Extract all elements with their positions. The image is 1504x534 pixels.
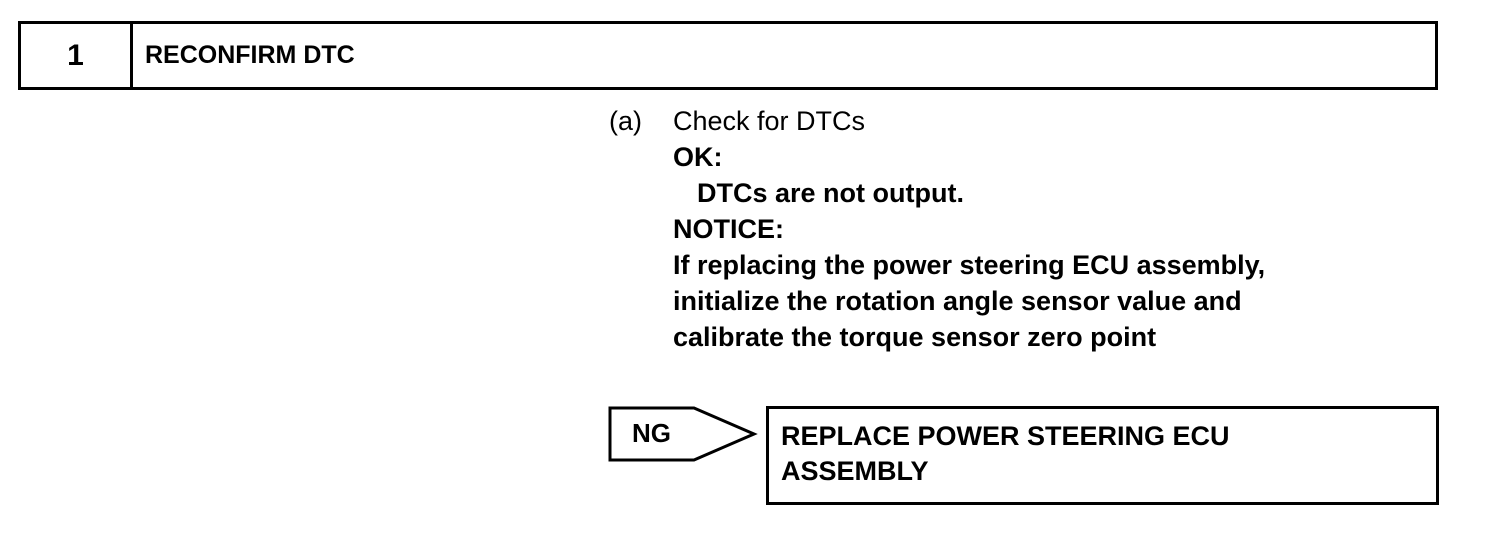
step-number: 1 (21, 24, 133, 87)
notice-line: If replacing the power steering ECU asse… (673, 250, 1266, 280)
result-action-line: REPLACE POWER STEERING ECU (781, 421, 1230, 451)
instruction-marker: (a) (609, 106, 642, 136)
ng-arrow-icon (608, 406, 758, 462)
notice-line: calibrate the torque sensor zero point (673, 322, 1157, 352)
step-header: 1 RECONFIRM DTC (18, 21, 1438, 90)
notice-line: initialize the rotation angle sensor val… (673, 286, 1242, 316)
instruction-text: Check for DTCs (673, 106, 866, 136)
ng-label: NG (632, 418, 671, 448)
result-action-line: ASSEMBLY (781, 456, 929, 486)
result-action-box: REPLACE POWER STEERING ECU ASSEMBLY (766, 406, 1439, 505)
instruction-block: (a) Check for DTCs OK: DTCs are not outp… (609, 103, 1439, 355)
step-title: RECONFIRM DTC (145, 41, 355, 69)
notice-label: NOTICE: (673, 214, 784, 244)
instruction-body: Check for DTCs OK: DTCs are not output. … (673, 103, 1439, 355)
ok-label: OK: (673, 142, 723, 172)
ok-text: DTCs are not output. (697, 178, 964, 208)
